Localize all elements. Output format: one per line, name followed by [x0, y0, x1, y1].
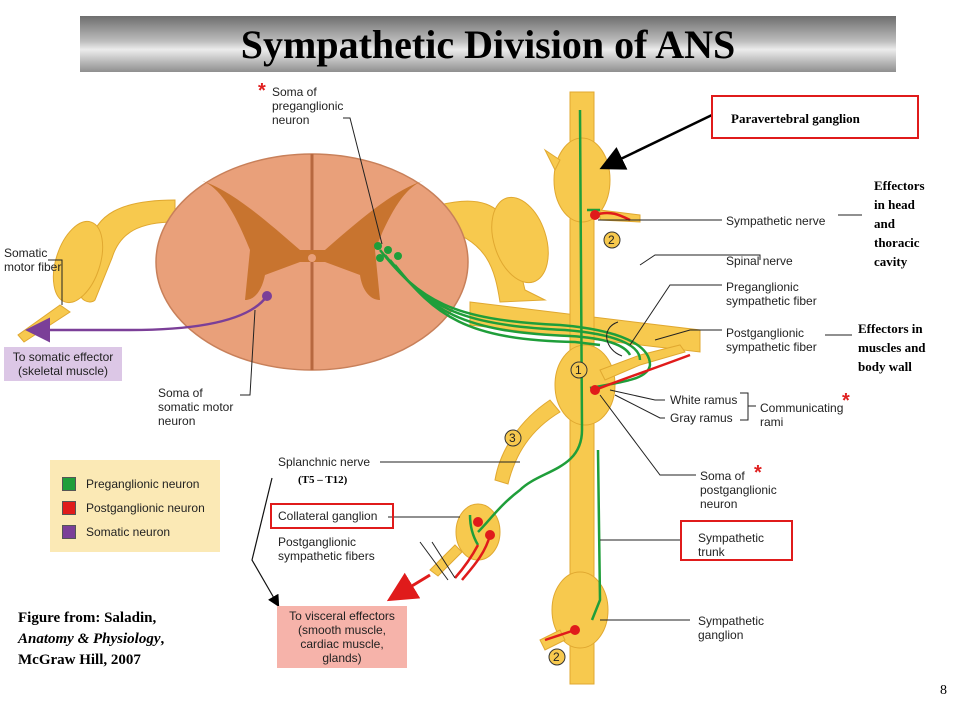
label-white-ramus: White ramus — [670, 393, 738, 407]
label-sympathetic-trunk: Sympathetic trunk — [698, 531, 765, 559]
credit-comma: , — [160, 631, 165, 647]
label-splanchnic-nerve: Splanchnic nerve — [278, 455, 371, 469]
somatic-effector-box: To somatic effector (skeletal muscle) — [4, 347, 122, 381]
pathway-number-3: 3 — [509, 431, 516, 445]
label-spinal-nerve: Spinal nerve — [726, 254, 793, 268]
effectors-head-thoracic: Effectors in head and thoracic cavity — [874, 178, 925, 269]
pathway-number-1: 1 — [575, 363, 582, 377]
label-postganglionic-fiber: Postganglionic sympathetic fiber — [726, 326, 817, 354]
asterisk-preganglionic: * — [258, 80, 266, 102]
leader-lines — [48, 117, 862, 621]
postganglionic-somas — [473, 210, 600, 635]
label-t5-t12: (T5 – T12) — [298, 474, 348, 486]
sympathetic-trunk-box — [680, 520, 793, 561]
visceral-arrow — [386, 572, 431, 602]
credit-book-title: Anatomy & Physiology — [18, 631, 161, 647]
asterisk-postganglionic: * — [754, 462, 762, 484]
somatic-soma — [262, 291, 272, 301]
collateral-ganglion-box — [270, 503, 394, 529]
pathway-number-2-top: 2 — [608, 233, 615, 247]
label-postganglionic-fibers: Postganglionic sympathetic fibers — [278, 535, 375, 563]
legend-label: Postganglionic neuron — [86, 501, 205, 515]
rami-bracket — [740, 392, 756, 421]
spinal-nerve-left — [17, 199, 176, 343]
legend-swatch-green — [62, 477, 76, 491]
sympathetic-trunk-chain — [429, 91, 686, 685]
somatic-fiber — [25, 295, 269, 343]
page-number: 8 — [940, 683, 947, 698]
title-bar: Sympathetic Division of ANS — [80, 16, 896, 72]
figure-credit: Figure from: Saladin, Anatomy & Physiolo… — [18, 608, 164, 671]
effectors-muscles-body-wall: Effectors in muscles and body wall — [858, 321, 926, 374]
label-gray-ramus: Gray ramus — [670, 411, 733, 425]
label-soma-postganglionic: Soma of postganglionic neuron — [700, 469, 777, 511]
preganglionic-fibers — [379, 109, 652, 621]
visceral-effector-box: To visceral effectors (smooth muscle, ca… — [277, 606, 407, 668]
label-sympathetic-ganglion: Sympathetic ganglion — [698, 614, 765, 642]
credit-line-1: Figure from: Saladin, — [18, 610, 157, 626]
label-communicating-rami: Communicating rami — [760, 401, 844, 429]
legend-swatch-red — [62, 501, 76, 515]
paravertebral-ganglion-box: Paravertebral ganglion — [711, 95, 919, 139]
label-preganglionic-fiber: Preganglionic sympathetic fiber — [726, 280, 817, 308]
spinal-cord — [155, 153, 469, 371]
legend-label: Preganglionic neuron — [86, 477, 200, 491]
splanchnic-bracket-arrow — [251, 477, 280, 608]
preganglionic-somas — [374, 242, 402, 262]
legend: Preganglionic neuron Postganglionic neur… — [50, 460, 220, 552]
credit-line-3: McGraw Hill, 2007 — [18, 652, 141, 668]
label-collateral-ganglion: Collateral ganglion — [278, 509, 378, 523]
slide-title: Sympathetic Division of ANS — [240, 22, 736, 67]
label-soma-somatic-motor: Soma of somatic motor neuron — [158, 386, 234, 428]
rami-oval — [606, 321, 623, 357]
paravertebral-arrow — [599, 113, 713, 170]
credit-line-2: Anatomy & Physiology, — [18, 629, 164, 650]
pathway-number-2-bottom: 2 — [553, 650, 560, 664]
label-somatic-motor-fiber: Somatic motor fiber — [4, 246, 62, 274]
asterisk-rami: * — [842, 390, 850, 412]
paravertebral-ganglion-label: Paravertebral ganglion — [731, 111, 860, 126]
legend-swatch-purple — [62, 525, 76, 539]
pathway-number-markers — [504, 231, 621, 666]
label-soma-preganglionic: Soma of preganglionic neuron — [272, 85, 344, 127]
label-sympathetic-nerve: Sympathetic nerve — [726, 214, 826, 228]
legend-label: Somatic neuron — [86, 525, 171, 539]
